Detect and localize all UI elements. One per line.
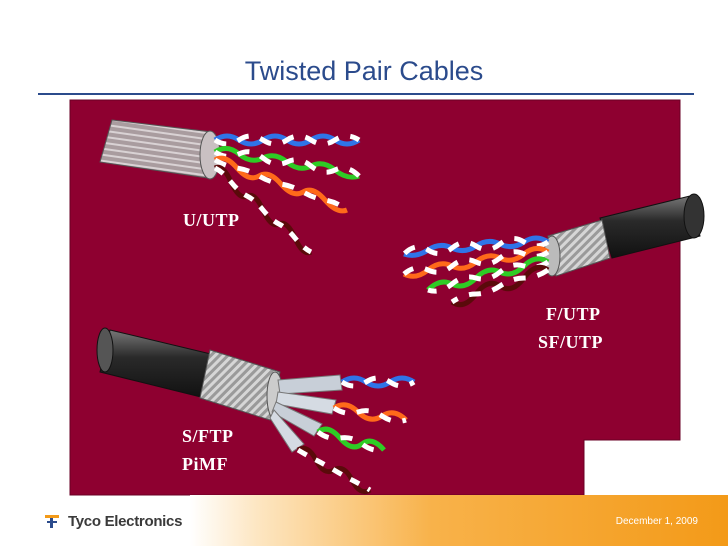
futp-cable — [402, 193, 705, 308]
footer-date: December 1, 2009 — [615, 516, 698, 527]
tyco-logo-icon — [45, 515, 59, 528]
label-futp: F/UTP — [546, 304, 601, 324]
title-divider — [38, 93, 694, 95]
footer: Tyco Electronics December 1, 2009 — [0, 495, 728, 546]
company-name: Tyco Electronics — [68, 512, 183, 530]
uutp-cable — [99, 119, 361, 256]
label-pimf: PiMF — [182, 454, 228, 474]
label-uutp: U/UTP — [183, 210, 240, 230]
sftp-cable — [96, 327, 416, 495]
company-logo: Tyco Electronics — [44, 509, 182, 533]
slide-title: Twisted Pair Cables — [244, 56, 484, 86]
label-sftp: S/FTP — [182, 426, 234, 446]
label-sfutp: SF/UTP — [538, 332, 604, 352]
footer-bar — [190, 495, 728, 546]
